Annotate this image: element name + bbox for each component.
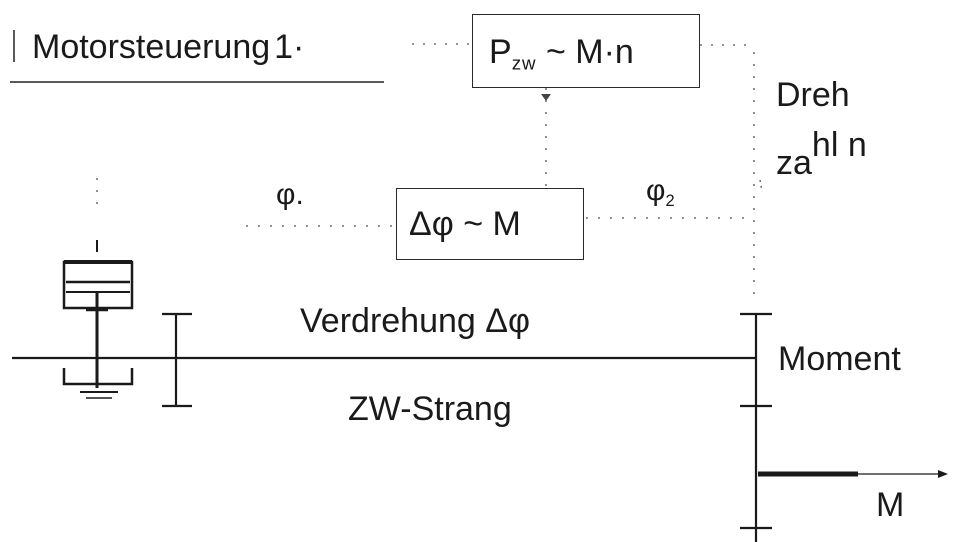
phi2-label: φ2	[646, 174, 676, 210]
title-prefix: Motorsteuerung	[32, 28, 271, 66]
phi2-subscript: 2	[665, 191, 676, 210]
shaft-lower-label: ZW-Strang	[348, 390, 512, 428]
speed-label-part-a: za	[776, 144, 812, 182]
arrow-into-power	[541, 94, 551, 101]
power-subscript: zw	[511, 52, 537, 74]
power-formula: Pzw ~ M·n	[489, 35, 634, 73]
speed-label-line2: zahl n	[776, 128, 867, 182]
moment-label: Moment	[778, 340, 901, 378]
output-disc-symbol	[740, 312, 772, 542]
angle-formula: Δφ ~ M	[409, 205, 521, 243]
load-arrow-head	[938, 470, 948, 478]
angle-box: Δφ ~ M	[396, 188, 584, 260]
load-label: M	[876, 486, 905, 524]
phi2-symbol: φ	[646, 174, 666, 207]
engine-symbol	[62, 240, 134, 399]
shaft-upper-label: Verdrehung Δφ	[300, 302, 531, 340]
title-suffix: 1·	[274, 28, 305, 66]
flywheel-symbol	[162, 312, 192, 408]
power-symbol: P	[489, 33, 512, 71]
power-box: Pzw ~ M·n	[472, 14, 700, 88]
speed-label-line1: Dreh	[776, 76, 850, 114]
dotted-right-branch	[759, 179, 763, 193]
phi1-label: φ.	[276, 178, 304, 211]
power-expression: ~ M·n	[536, 33, 634, 71]
speed-label-part-b: hl n	[811, 126, 867, 164]
